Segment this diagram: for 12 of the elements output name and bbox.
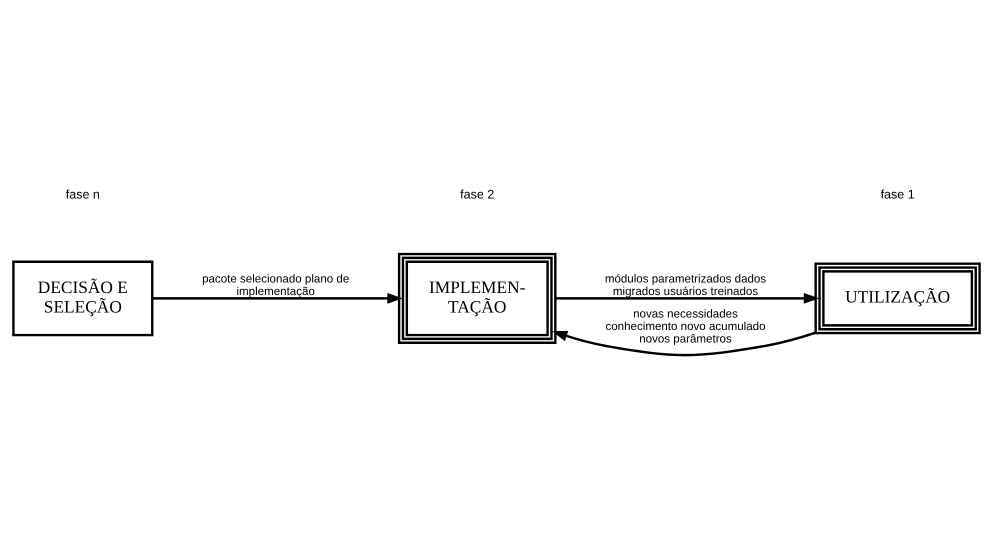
arrow: [552, 330, 816, 356]
node-box: DECISÃO E SELEÇÃO: [12, 260, 154, 336]
node-box: IMPLEMEN- TAÇÃO: [398, 252, 557, 344]
edge-label: pacote selecionado plano de implementação: [202, 274, 350, 298]
arrow: [555, 292, 820, 304]
arrow: [152, 292, 403, 304]
node-box: UTILIZAÇÃO: [814, 262, 981, 334]
edge-label: módulos parametrizados dados migrados usuários treinados: [604, 274, 766, 298]
label: fase 2: [460, 187, 494, 202]
label: fase n: [66, 187, 100, 202]
label: fase 1: [880, 187, 915, 202]
edge-label: novas necessidades conhecimento novo acumulado novos parâmetros: [605, 308, 766, 346]
